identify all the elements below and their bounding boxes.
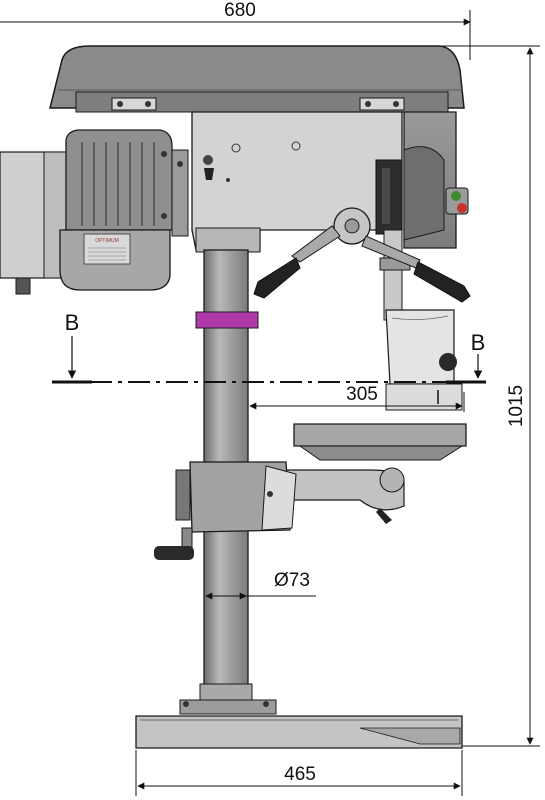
motor-plate-brand: OPTIMUM	[95, 238, 119, 244]
stop-switch-icon	[457, 203, 467, 213]
base	[135, 715, 463, 749]
head-cover	[49, 45, 465, 113]
start-switch-icon	[451, 191, 461, 201]
base-width-label: 465	[284, 764, 316, 785]
dimension-top-width: 680	[0, 0, 471, 60]
dimension-column-diameter: Ø73	[205, 570, 316, 600]
reach-label: 305	[346, 384, 378, 405]
column-collar	[195, 311, 259, 329]
dimension-height: 1015	[420, 45, 540, 747]
height-label: 1015	[506, 385, 527, 427]
top-width-label: 680	[224, 0, 256, 21]
dimension-base-width: 465	[135, 750, 463, 796]
work-table	[269, 423, 467, 524]
chuck-guard	[385, 309, 463, 411]
section-mark-left: B	[65, 310, 80, 335]
section-line: B B	[52, 310, 486, 384]
head-casting	[191, 111, 457, 253]
table-bracket	[154, 461, 297, 560]
motor: OPTIMUM	[0, 129, 189, 295]
column-diameter-label: Ø73	[274, 570, 310, 591]
switch-panel	[445, 187, 469, 215]
dimension-reach: 305	[249, 384, 465, 412]
section-mark-right: B	[471, 330, 486, 355]
feed-handles	[253, 207, 471, 303]
